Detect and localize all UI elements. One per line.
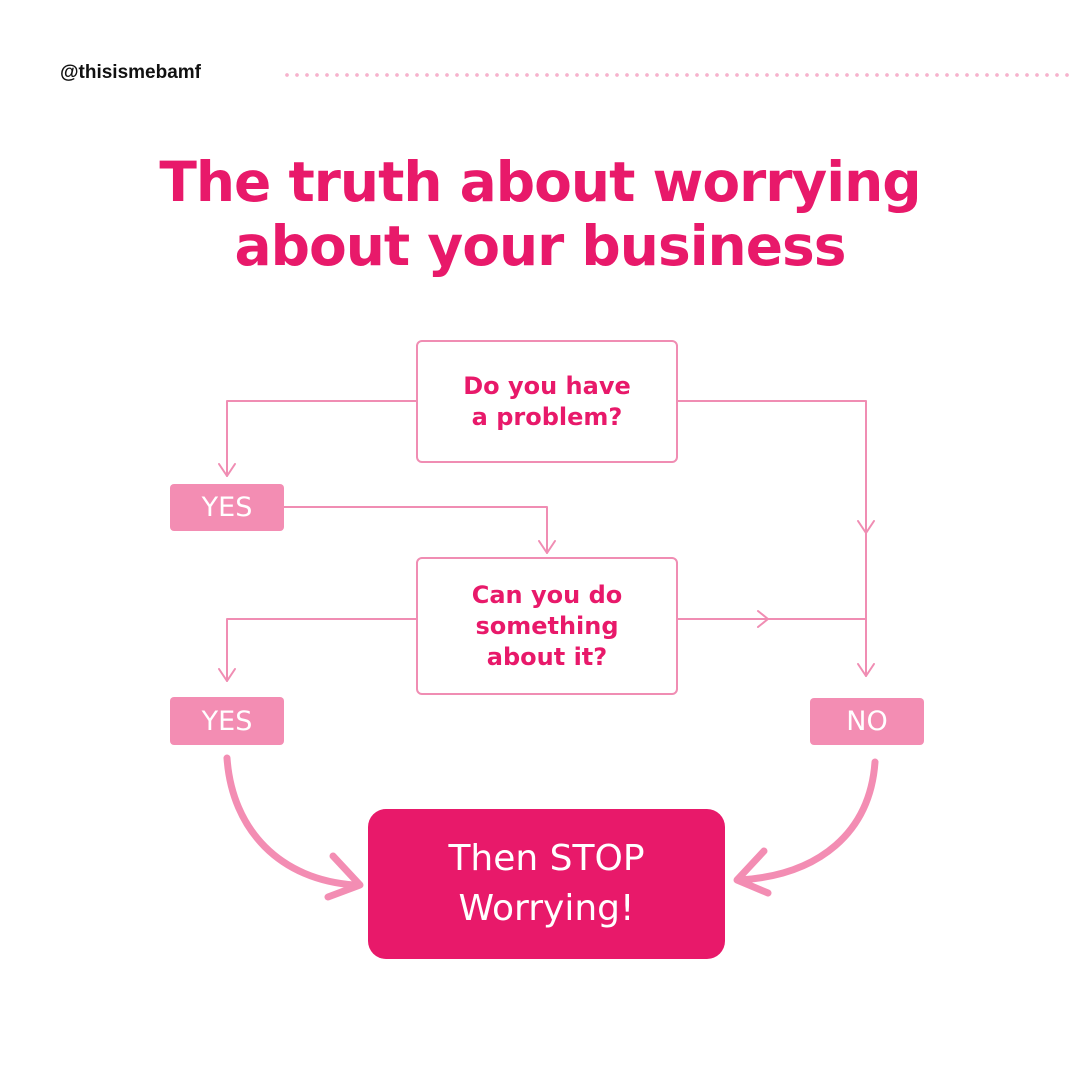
connector-q1-to-yes	[226, 400, 417, 477]
connector-yes-to-q2	[283, 506, 548, 554]
yes-label-2: YES	[170, 697, 284, 745]
curved-arrowhead-right	[733, 847, 772, 897]
arrowhead-q1-yes	[218, 463, 236, 477]
connector-q2-to-yes	[226, 618, 417, 682]
result-box: Then STOP Worrying!	[368, 809, 725, 959]
yes-label-1: YES	[170, 484, 284, 531]
question1-line2: a problem?	[471, 402, 623, 431]
title-line-2: about your business	[234, 214, 847, 278]
title-line-1: The truth about worrying	[159, 150, 921, 214]
curved-arrow-no-to-result	[736, 758, 879, 884]
dotted-divider	[282, 72, 1074, 78]
curved-arrowhead-left	[324, 852, 364, 901]
question2-line3: about it?	[486, 642, 608, 671]
no-label: NO	[810, 698, 924, 745]
arrowhead-q2	[538, 540, 556, 554]
page-title: The truth about worrying about your busi…	[0, 150, 1080, 278]
result-line1: Then STOP	[448, 838, 645, 879]
result-line2: Worrying!	[458, 888, 635, 929]
connector-q1-to-no	[677, 400, 867, 677]
arrowhead-no	[857, 663, 875, 677]
question-box-problem: Do you have a problem?	[416, 340, 678, 463]
arrowhead-q2-yes	[218, 668, 236, 682]
question2-line1: Can you do	[471, 580, 623, 609]
question-box-can-do-something: Can you do something about it?	[416, 557, 678, 695]
curved-arrow-yes-to-result	[223, 754, 359, 889]
arrowhead-q1-no-mid	[857, 520, 875, 534]
question1-line1: Do you have	[463, 371, 631, 400]
question2-line2: something	[475, 611, 619, 640]
arrowhead-q2-no	[757, 610, 769, 628]
account-handle: @thisismebamf	[60, 62, 202, 83]
